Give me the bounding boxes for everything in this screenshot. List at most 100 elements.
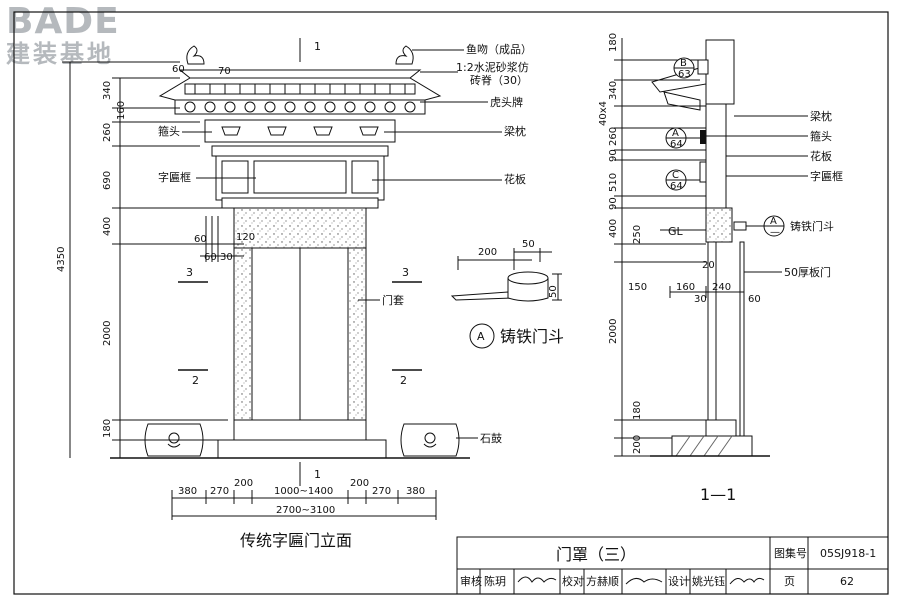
section-horizontal-dims: [669, 286, 745, 298]
sec-dim-180-bottom: 180: [632, 401, 643, 420]
callout-tiger-tile: 虎头牌: [490, 95, 523, 109]
section-vertical-dims: [614, 38, 706, 457]
tb-checker-signature: [625, 578, 663, 585]
dim-b-door-width: 1000~1400: [274, 486, 333, 497]
elevation-view: 1 1: [56, 38, 532, 550]
sec-dim-180-top: 180: [608, 33, 619, 52]
detail-dim-50-side: 50: [548, 285, 559, 298]
detail-dim-200: 200: [478, 247, 497, 258]
section-3-right: 3: [402, 266, 409, 279]
sec-dim-260: 260: [608, 127, 619, 146]
sheet-border: [13, 11, 889, 595]
callout-corbel: 箍头: [158, 124, 180, 138]
sec-callout-plank-door: 50厚板门: [784, 265, 831, 279]
marker-letter: B: [680, 58, 687, 69]
section-mark-bottom: 1: [314, 468, 321, 481]
dim-total-height: 4350: [56, 247, 67, 272]
marker-letter: A: [770, 216, 777, 227]
section-marker-a64: A 64: [665, 127, 700, 150]
marker-num: 64: [670, 181, 683, 192]
elevation-vertical-dims: [62, 61, 228, 458]
fish-ornament-right: [395, 45, 414, 65]
dim-b-270-l: 270: [210, 486, 229, 497]
dim-60-a: 60: [194, 234, 207, 245]
door-cover-right: [347, 247, 367, 421]
section-lintel: [705, 207, 733, 243]
tb-page-no: 62: [840, 575, 854, 588]
dim-690: 690: [102, 171, 113, 190]
section-plank-door: [739, 241, 745, 441]
detail-a: 200 50 50 A 铸铁门斗: [450, 239, 564, 349]
dim-b-380-r: 380: [406, 486, 425, 497]
door-cover-dims: [200, 216, 244, 262]
tb-designer: 姚光钰: [692, 574, 725, 588]
roof-tiles: [184, 83, 416, 95]
section-title: 1—1: [700, 485, 736, 504]
marker-letter: A: [672, 128, 679, 139]
tb-atlas-label: 图集号: [774, 546, 807, 560]
base-step: [217, 439, 387, 459]
detail-dim-50-top: 50: [522, 239, 535, 250]
sec-callout-flower-board: 花板: [810, 149, 832, 163]
section-2-left: 2: [192, 374, 199, 387]
dim-30: 30: [220, 252, 233, 263]
section-marker-a-iron: A —: [763, 215, 785, 238]
marker-letter: C: [672, 170, 679, 181]
dim-overall-width: 2700~3100: [276, 505, 335, 516]
sec-dim-200: 200: [632, 435, 643, 454]
sec-callout-beam-pillow: 梁枕: [810, 109, 832, 123]
logo: BADE 建装基地: [6, 4, 156, 69]
sec-dim-340: 340: [608, 81, 619, 100]
logo-subtitle: 建装基地: [6, 40, 114, 68]
sec-dim-40x4: 40x4: [598, 101, 609, 126]
tb-drawing-title: 门罩（三）: [556, 545, 636, 564]
tb-atlas-no: 05SJ918-1: [820, 547, 876, 560]
dim-b-200-l: 200: [234, 478, 253, 489]
dim-b-380-l: 380: [178, 486, 197, 497]
sec-dim-240: 240: [712, 282, 731, 293]
dim-b-270-r: 270: [372, 486, 391, 497]
dim-180: 180: [102, 419, 113, 438]
dim-160: 160: [116, 101, 127, 120]
tb-reviewer-signature: [517, 576, 557, 583]
callout-mortar-2: 砖脊（30）: [470, 73, 528, 87]
dim-400: 400: [102, 217, 113, 236]
detail-a-marker-letter: A: [477, 330, 485, 343]
sec-dim-160: 160: [676, 282, 695, 293]
sec-dim-30: 30: [694, 294, 707, 305]
elevation-title: 传统字匾门立面: [240, 531, 352, 550]
tb-reviewer: 陈玥: [484, 574, 506, 588]
dim-60-b: 60: [204, 252, 217, 263]
section-view: GL 180 340 40x4 260 90 510 90 400 250: [598, 33, 843, 504]
dim-ridge-60: 60: [172, 64, 185, 75]
section-gl-label: GL: [668, 225, 684, 238]
section-2-right: 2: [400, 374, 407, 387]
dim-2000: 2000: [102, 321, 113, 346]
section-marker-c64: C 64: [665, 169, 700, 192]
callout-drum-stone: 石鼓: [480, 431, 502, 445]
tb-designer-signature: [729, 577, 765, 585]
sec-dim-2000: 2000: [608, 319, 619, 344]
callout-fish: 鱼吻（成品）: [466, 42, 532, 56]
flower-board-right: [351, 160, 379, 194]
sec-dim-510: 510: [608, 173, 619, 192]
marker-num: —: [770, 227, 780, 238]
sec-dim-90-a: 90: [608, 149, 619, 162]
sec-dim-60: 60: [748, 294, 761, 305]
detail-a-marker: [469, 323, 495, 349]
sec-dim-250: 250: [632, 225, 643, 244]
tb-design-label: 设计: [668, 575, 690, 588]
plaque-frame: [253, 160, 347, 194]
callout-flower-board: 花板: [504, 172, 526, 186]
tiger-head-tiles: [174, 99, 426, 115]
section-corbel: [700, 130, 706, 144]
title-block: [456, 536, 889, 595]
callout-door-cover: 门套: [382, 293, 404, 307]
corbel-ornaments: [221, 126, 379, 136]
beam-pillow-band: [204, 119, 396, 143]
dim-260: 260: [102, 123, 113, 142]
flower-board-left: [221, 160, 249, 194]
sec-dim-20: 20: [702, 260, 715, 271]
